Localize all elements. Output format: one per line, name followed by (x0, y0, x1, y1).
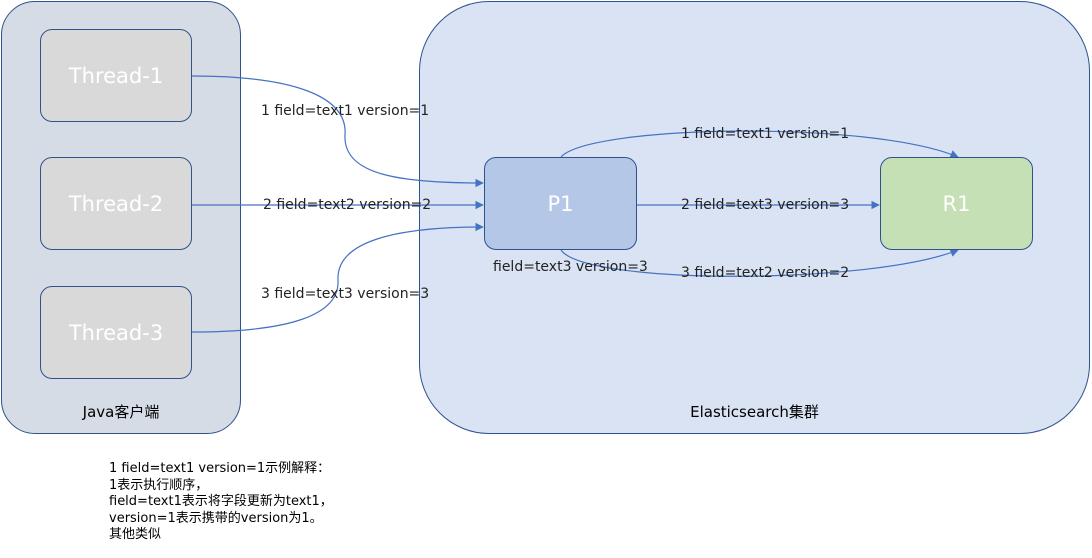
edge-label-thread1: 1 field=text1 version=1 (261, 103, 430, 119)
explanation-line: 1 field=text1 version=1示例解释： (109, 461, 331, 476)
explanation-line: 其他类似 (109, 527, 162, 542)
thread-1-label: Thread-1 (68, 63, 164, 88)
primary-shard-p1: P1 (484, 157, 637, 250)
explanation-line: field=text1表示将字段更新为text1， (109, 494, 333, 509)
explanation-line: version=1表示携带的version为1。 (109, 510, 323, 526)
edge-label-replica-third: 3 field=text2 version=2 (681, 265, 850, 281)
edge-label-thread3: 3 field=text3 version=3 (261, 286, 430, 302)
thread-3-node: Thread-3 (40, 286, 192, 379)
arrow-p1-to-r1-first (560, 130, 959, 158)
elasticsearch-cluster-label: Elasticsearch集群 (690, 403, 819, 421)
explanation-line: 1表示执行顺序， (109, 477, 209, 493)
arrow-thread3-to-p1 (191, 222, 484, 333)
thread-1-node: Thread-1 (40, 29, 192, 122)
replica-shard-r1: R1 (880, 157, 1033, 250)
edge-label-thread2: 2 field=text2 version=2 (263, 197, 432, 213)
primary-state-label: field=text3 version=3 (493, 259, 648, 275)
edge-label-replica-first: 1 field=text1 version=1 (681, 126, 850, 142)
thread-3-label: Thread-3 (68, 320, 164, 345)
replica-shard-label: R1 (942, 191, 971, 216)
arrow-p1-to-r1-third (560, 248, 959, 277)
thread-2-node: Thread-2 (40, 157, 192, 250)
thread-2-label: Thread-2 (68, 191, 164, 216)
edge-label-replica-second: 2 field=text3 version=3 (681, 197, 850, 213)
arrow-thread1-to-p1 (191, 75, 484, 188)
explanation-note: 1 field=text1 version=1示例解释： 1表示执行顺序， fi… (109, 461, 333, 544)
primary-shard-label: P1 (547, 191, 574, 216)
java-client-label: Java客户端 (82, 403, 160, 421)
